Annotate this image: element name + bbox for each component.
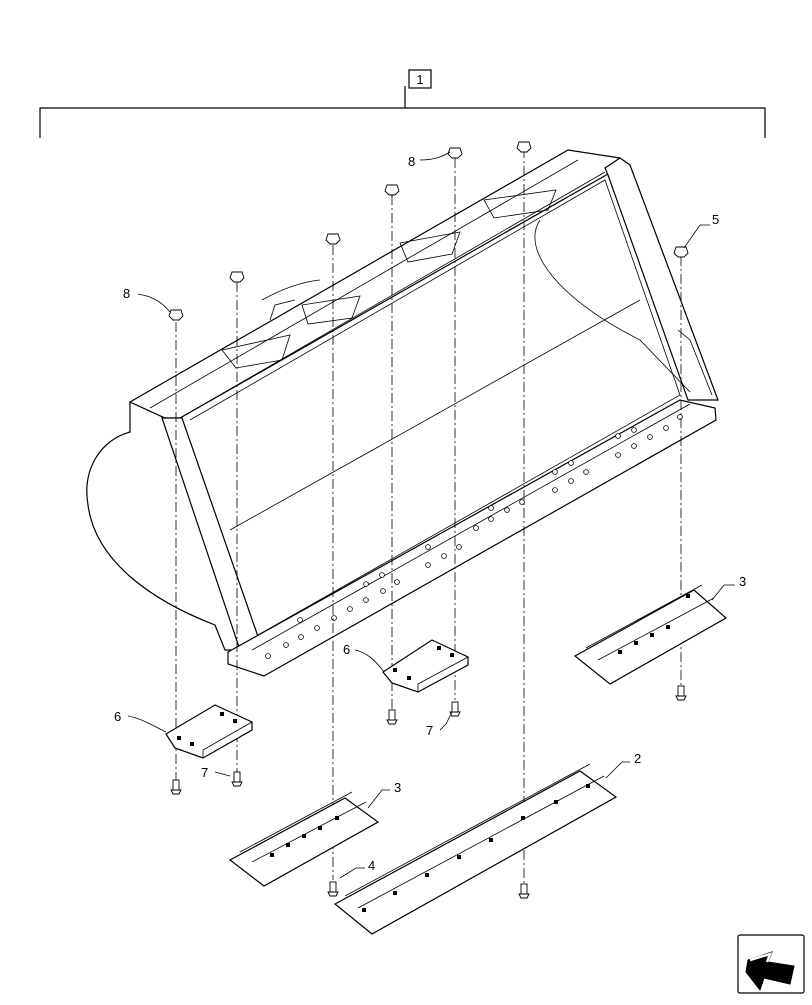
callout-nut-top: 8 (408, 154, 415, 169)
callout-cutting-edge-right: 3 (739, 574, 746, 589)
bolt-icon (518, 883, 530, 899)
bolt-icon (170, 779, 182, 795)
bolts (170, 685, 687, 899)
nut-hardware (168, 141, 689, 321)
nut-icon (229, 271, 245, 283)
nut-right-icon (673, 246, 689, 258)
end-bit-center (382, 639, 469, 693)
bucket (86, 149, 719, 677)
bolt-icon (449, 701, 461, 717)
callout-end-bit-left: 6 (114, 709, 121, 724)
nut-left-icon (168, 309, 184, 321)
bolt-icon (386, 709, 398, 725)
callout-end-bit-center: 6 (343, 642, 350, 657)
callout-nut-right: 5 (712, 212, 719, 227)
callout-bolt-left: 7 (201, 765, 208, 780)
callout-bolt-center: 7 (426, 723, 433, 738)
base-edge-holes (265, 414, 683, 659)
callout-cutting-edge-left: 3 (394, 780, 401, 795)
assembly-bracket (39, 69, 766, 138)
callout-assembly: 1 (416, 72, 423, 87)
next-page-arrow-icon[interactable] (737, 934, 805, 994)
callout-cutting-edge-center: 2 (634, 751, 641, 766)
cutting-edge-center (333, 763, 618, 935)
end-bit-left (165, 704, 253, 759)
leader-lines (127, 151, 735, 879)
bolt-icon (231, 771, 243, 787)
callout-nut-left: 8 (123, 286, 130, 301)
bolt-icon (675, 685, 687, 701)
cutting-edge-right (573, 584, 728, 685)
bolt-icon (327, 881, 339, 897)
nut-icon (516, 141, 532, 153)
cutting-edge-left (228, 791, 380, 887)
nut-top-icon (447, 147, 463, 159)
nut-icon (384, 184, 400, 196)
callout-bolt-plow: 4 (368, 858, 375, 873)
nut-icon (325, 233, 341, 245)
